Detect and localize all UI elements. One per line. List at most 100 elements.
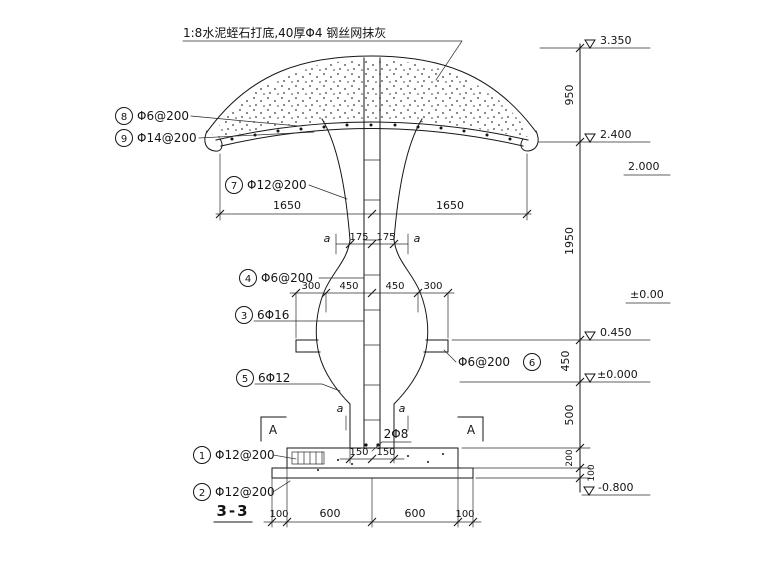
column-ties bbox=[363, 159, 381, 421]
bar-dot bbox=[376, 443, 380, 447]
vertical-dim-chain: 950 1950 450 500 200 100 bbox=[451, 43, 651, 496]
callout-bubble bbox=[193, 483, 211, 501]
dim-top-1650: 1650 1650 bbox=[215, 153, 532, 221]
callout-leader bbox=[198, 131, 315, 139]
foundation bbox=[271, 447, 474, 479]
section-title-label: 3-3 bbox=[216, 502, 249, 520]
rebar-zone-hatch bbox=[297, 451, 323, 465]
vase-profile-left bbox=[315, 239, 351, 449]
callout-leader bbox=[443, 349, 457, 363]
callout-label: Φ12@200 bbox=[215, 485, 275, 499]
section-mark-a: a bbox=[414, 232, 421, 245]
elevation-text: 2.400 bbox=[600, 128, 632, 141]
dim-text: 150 bbox=[349, 447, 368, 458]
callout-2: 2 Φ12@200 bbox=[193, 480, 291, 501]
bar-note-2d8: 2Φ8 bbox=[371, 427, 412, 452]
dim-text: 175 bbox=[349, 232, 368, 243]
dim-text: 100 bbox=[269, 509, 288, 520]
section-mark-a: a bbox=[324, 232, 331, 245]
level-triangle bbox=[584, 331, 596, 341]
callout-leader bbox=[308, 184, 348, 200]
elevation-markers: 3.350 2.400 0.450 ±0.000 -0.800 2.000 ±0… bbox=[583, 34, 671, 496]
section-bracket-right bbox=[457, 416, 484, 442]
dim-text: 450 bbox=[339, 281, 358, 292]
callout-label: 6Φ16 bbox=[257, 308, 289, 322]
elevation-text: 0.450 bbox=[600, 326, 632, 339]
callout-label: Φ12@200 bbox=[247, 178, 307, 192]
dim-text: 450 bbox=[385, 281, 404, 292]
dim-text: 600 bbox=[320, 507, 341, 520]
callout-leader bbox=[254, 383, 341, 392]
callout-number: 9 bbox=[121, 134, 127, 145]
dim-text: 1650 bbox=[436, 199, 464, 212]
stem-fillet-left bbox=[321, 118, 351, 241]
top-annotation: 1:8水泥蛭石打底,40厚Φ4 钢丝网抹灰 bbox=[182, 25, 463, 81]
bar-note-label: 2Φ8 bbox=[384, 427, 409, 441]
callout-label: Φ12@200 bbox=[215, 448, 275, 462]
callout-bubble bbox=[239, 269, 257, 287]
section-title: 3-3 bbox=[213, 502, 253, 523]
plaster-note-leader bbox=[182, 40, 463, 81]
dim-base-150: 150 150 bbox=[339, 447, 405, 464]
callout-number: 8 bbox=[121, 112, 127, 123]
callout-bubble bbox=[193, 446, 211, 464]
dim-text: 500 bbox=[563, 405, 576, 426]
plaster-spec-note: 1:8水泥蛭石打底,40厚Φ4 钢丝网抹灰 bbox=[183, 25, 386, 40]
callout-4: 4 Φ6@200 bbox=[239, 269, 365, 287]
callout-7: 7 Φ12@200 bbox=[225, 176, 348, 200]
callout-number: 5 bbox=[242, 374, 248, 385]
cap-stipple-fill bbox=[212, 60, 531, 138]
callout-8: 8 Φ6@200 bbox=[115, 107, 299, 127]
elevation-text: ±0.00 bbox=[630, 288, 664, 301]
section-bracket-left bbox=[260, 416, 287, 442]
callout-3: 3 6Φ16 bbox=[235, 306, 365, 324]
callout-label: Φ14@200 bbox=[137, 131, 197, 145]
callout-bubble bbox=[115, 107, 133, 125]
cap-rebar-dots bbox=[230, 123, 512, 141]
cap-right-drip-edge bbox=[520, 130, 539, 152]
dim-text: 450 bbox=[559, 351, 572, 372]
dim-text: 150 bbox=[376, 447, 395, 458]
dim-mid-300-450: 300 450 450 300 bbox=[289, 281, 455, 339]
callout-number: 2 bbox=[199, 488, 205, 499]
dim-text: 600 bbox=[405, 507, 426, 520]
section-cut-marks: a a A A bbox=[260, 402, 484, 442]
callout-5: 5 6Φ12 bbox=[236, 369, 341, 392]
callout-bubble bbox=[523, 353, 541, 371]
callout-6: Φ6@200 6 bbox=[443, 349, 541, 371]
elevation-text: -0.800 bbox=[598, 481, 633, 494]
callout-bubble bbox=[115, 129, 133, 147]
elevation-text: 3.350 bbox=[600, 34, 632, 47]
level-triangle bbox=[584, 373, 596, 383]
callout-label: 6Φ12 bbox=[258, 371, 290, 385]
dim-bottom-chain: 100 600 600 100 bbox=[263, 467, 482, 528]
callout-label: Φ6@200 bbox=[137, 109, 189, 123]
callout-label: Φ6@200 bbox=[261, 271, 313, 285]
elevation-text: ±0.000 bbox=[597, 368, 638, 381]
rebar-zone-box bbox=[291, 451, 325, 465]
callout-label: Φ6@200 bbox=[458, 355, 510, 369]
seat-left bbox=[295, 339, 321, 353]
callout-number: 6 bbox=[529, 358, 535, 369]
callout-1: 1 Φ12@200 bbox=[193, 446, 297, 464]
bedding-layer bbox=[271, 467, 474, 479]
seat-slabs bbox=[295, 339, 449, 353]
section-mark-a: a bbox=[337, 402, 344, 415]
dim-text: 200 bbox=[565, 449, 575, 466]
vase-profile-right bbox=[393, 239, 429, 449]
cap-outer-arc bbox=[206, 55, 537, 133]
callout-bubble bbox=[225, 176, 243, 194]
level-triangle bbox=[584, 39, 596, 49]
dim-text: 175 bbox=[376, 232, 395, 243]
bar-note-leader bbox=[371, 441, 412, 452]
dim-text: 100 bbox=[587, 464, 597, 481]
dim-text: 300 bbox=[301, 281, 320, 292]
level-triangle bbox=[583, 486, 595, 496]
callout-number: 1 bbox=[199, 451, 205, 462]
footing-dots bbox=[317, 453, 444, 471]
cap-underside-line-1 bbox=[215, 121, 529, 141]
bar-dot bbox=[364, 443, 368, 447]
callout-bubble bbox=[236, 369, 254, 387]
elevation-text: 2.000 bbox=[628, 160, 660, 173]
